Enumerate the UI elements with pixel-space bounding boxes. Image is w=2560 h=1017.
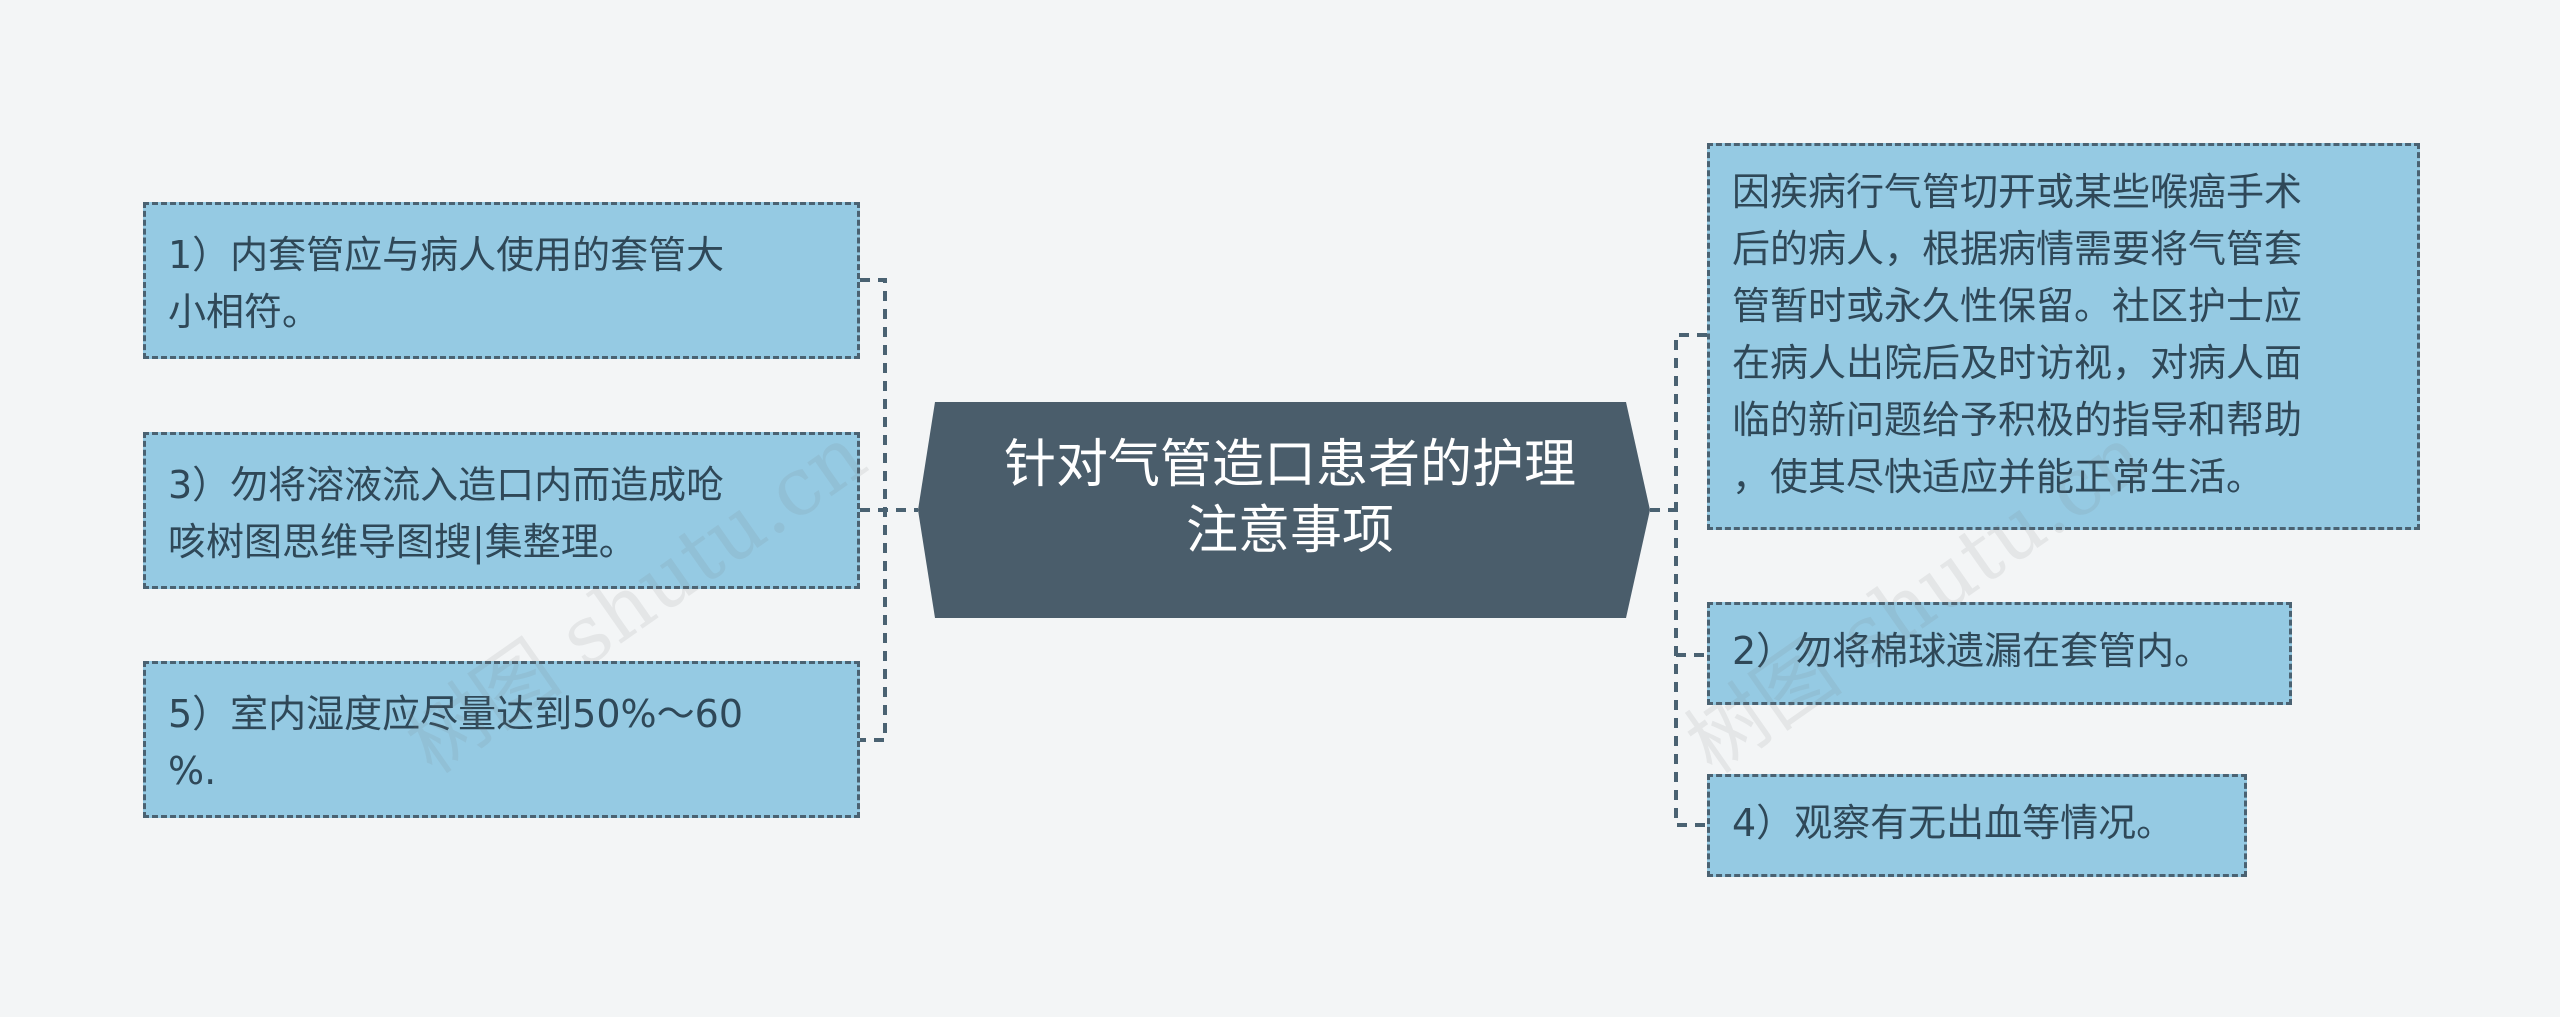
topic-node-1: 1）内套管应与病人使用的套管大 小相符。 (143, 202, 860, 359)
central-hexagon (918, 402, 1650, 618)
topic-node-2: 2）勿将棉球遗漏在套管内。 (1707, 602, 2292, 705)
central-topic: 针对气管造口患者的护理 注意事项 (940, 432, 1640, 564)
topic-node-intro-line-2: 后的病人，根据病情需要将气管套 (1732, 227, 2303, 271)
right-connectors (1650, 333, 1707, 827)
topic-node-intro-line-5: 临的新问题给予积极的指导和帮助 (1732, 398, 2303, 442)
topic-node-3-line-2: 咳树图思维导图搜|集整理。 (168, 520, 637, 564)
topic-node-intro-line-3: 管暂时或永久性保留。社区护士应 (1732, 284, 2303, 328)
central-topic-line-1: 针对气管造口患者的护理 (1003, 435, 1576, 495)
topic-node-intro-line-4: 在病人出院后及时访视，对病人面 (1732, 341, 2303, 385)
topic-node-4: 4）观察有无出血等情况。 (1707, 774, 2247, 877)
topic-node-2-line-1: 2）勿将棉球遗漏在套管内。 (1732, 629, 2213, 673)
topic-node-3: 3）勿将溶液流入造口内而造成呛 咳树图思维导图搜|集整理。 (143, 432, 860, 589)
topic-node-4-line-1: 4）观察有无出血等情况。 (1732, 801, 2175, 845)
topic-node-intro-line-1: 因疾病行气管切开或某些喉癌手术 (1732, 170, 2303, 214)
right-bracket (1674, 333, 1707, 827)
topic-node-intro: 因疾病行气管切开或某些喉癌手术 后的病人，根据病情需要将气管套 管暂时或永久性保… (1707, 143, 2420, 530)
topic-node-5-line-2: %. (168, 749, 217, 793)
topic-node-5: 5）室内湿度应尽量达到50%～60 %. (143, 661, 860, 818)
left-connectors (860, 278, 918, 742)
topic-node-3-line-1: 3）勿将溶液流入造口内而造成呛 (168, 463, 725, 507)
topic-node-1-line-1: 1）内套管应与病人使用的套管大 (168, 233, 725, 277)
topic-node-1-line-2: 小相符。 (168, 290, 321, 334)
topic-node-5-line-1: 5）室内湿度应尽量达到50%～60 (168, 692, 743, 736)
central-topic-line-2: 注意事项 (1185, 501, 1394, 561)
topic-node-intro-line-6: ，使其尽快适应并能正常生活。 (1732, 455, 2265, 499)
